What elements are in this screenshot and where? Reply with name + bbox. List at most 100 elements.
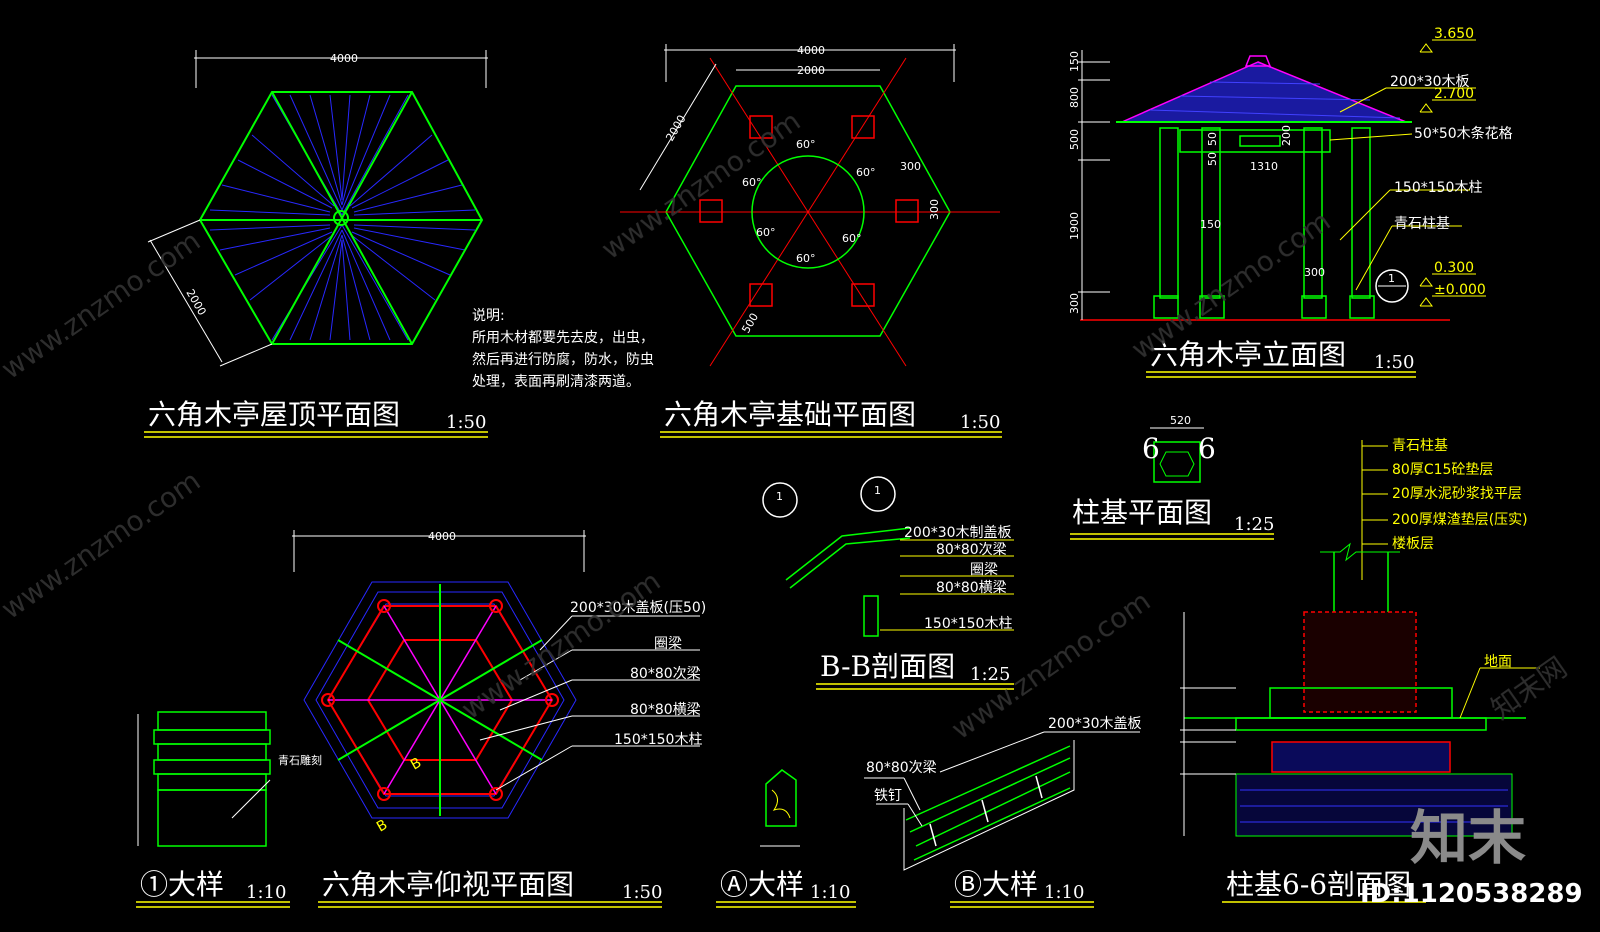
bb-label-board: 200*30木制盖板 [904, 525, 1012, 541]
section-bb-scale: 1:25 [970, 664, 1010, 685]
level-mid: 2.700 [1434, 86, 1474, 102]
elev-dim-150-col: 150 [1200, 218, 1221, 231]
notes-heading: 说明: [472, 308, 505, 324]
detailB-label-beam: 80*80次梁 [866, 760, 937, 776]
level-top: 3.650 [1434, 26, 1474, 42]
plinth-plan-scale: 1:25 [1234, 514, 1274, 535]
ceiling-label-ring-beam: 圈梁 [654, 636, 682, 652]
section-bb-title: B-B剖面图 [820, 650, 955, 683]
detailB-scale: 1:10 [1044, 882, 1084, 903]
foundation-plan-title: 六角木亭基础平面图 [664, 398, 916, 431]
detail-b: 200*30木盖板 80*80次梁 铁钉 [864, 716, 1142, 871]
foundation-plan-scale: 1:50 [960, 412, 1000, 433]
roof-plan: 4000 2000 [147, 50, 488, 367]
elev-dim-800: 800 [1068, 87, 1081, 108]
elevation-scale: 1:50 [1374, 352, 1414, 373]
angle-label-left2: 60° [756, 226, 776, 239]
level-base: 0.300 [1434, 260, 1474, 276]
elev-dim-500: 500 [1068, 129, 1081, 150]
angle-label-left: 60° [742, 176, 762, 189]
watermark-2: www.znzmo.com [595, 104, 806, 266]
ceiling-plan-scale: 1:50 [622, 882, 662, 903]
notes-line-3: 处理，表面再刷清漆两道。 [472, 374, 640, 390]
foundation-dim-side: 2000 [663, 113, 688, 144]
detailB-title: Ⓑ大样 [954, 868, 1038, 901]
level-zero: ±0.000 [1434, 282, 1486, 298]
notes: 说明: 所用木材都要先去皮，出虫， 然后再进行防腐，防水，防虫 处理，表面再刷清… [472, 308, 654, 390]
bb-mark-2: 1 [874, 484, 881, 497]
ceiling-label-board: 200*30木盖板(压50) [570, 600, 706, 616]
s66-label-2: 80厚C15砼垫层 [1392, 462, 1493, 478]
s66-label-1: 青石柱基 [1392, 437, 1448, 454]
section-bb: 1 1 200*30木制盖板 80*80次梁 圈梁 80*80横梁 150*15… [762, 476, 1014, 637]
label-lattice: 50*50木条花格 [1414, 125, 1513, 142]
foundation-dim-width: 4000 [797, 44, 825, 57]
plinth-plan: 520 6 6 [1142, 414, 1216, 483]
angle-label-right2: 60° [842, 232, 862, 245]
section66-title: 柱基6-6剖面图 [1226, 868, 1411, 901]
bb-mark-1: 1 [776, 490, 783, 503]
detail-1: 青石雕刻 [137, 711, 322, 847]
elev-dim-50a: 50 [1206, 132, 1219, 146]
plinth-plan-title: 柱基平面图 [1072, 496, 1212, 529]
ceiling-plan: 4000 200*3 [292, 530, 706, 835]
ceiling-mark-b2: B [374, 817, 390, 836]
plinth-mark-left: 6 [1142, 432, 1160, 465]
bb-label-ring-beam: 圈梁 [970, 562, 998, 578]
plinth-dim: 520 [1170, 414, 1191, 427]
ceiling-label-secondary: 80*80次梁 [630, 666, 701, 682]
elev-dim-200: 200 [1280, 125, 1293, 146]
ceiling-plan-title: 六角木亭仰视平面图 [322, 868, 574, 901]
s66-label-4: 200厚煤渣垫层(压实) [1392, 512, 1528, 528]
detailB-label-nail: 铁钉 [874, 788, 902, 804]
bb-label-cross-beam: 80*80横梁 [936, 580, 1007, 596]
elevation-title: 六角木亭立面图 [1150, 338, 1346, 371]
elev-dim-1900: 1900 [1068, 212, 1081, 240]
detailA-scale: 1:10 [810, 882, 850, 903]
ceiling-label-column: 150*150木柱 [614, 732, 702, 748]
angle-label-right: 60° [856, 166, 876, 179]
notes-line-2: 然后再进行防腐，防水，防虫 [472, 351, 654, 368]
foundation-dim-300b: 300 [928, 199, 941, 220]
ceiling-mark-b: B [408, 755, 424, 774]
angle-label-top: 60° [796, 138, 816, 151]
image-id: ID:1120538289 [1360, 879, 1583, 909]
elev-dim-1310: 1310 [1250, 160, 1278, 173]
roof-plan-title: 六角木亭屋顶平面图 [148, 398, 400, 431]
elev-dim-150: 150 [1068, 51, 1081, 72]
elev-dim-300-base: 300 [1304, 266, 1325, 279]
ceiling-label-cross: 80*80横梁 [630, 702, 701, 718]
ceiling-dim-width: 4000 [428, 530, 456, 543]
detail1-title: ①大样 [140, 868, 224, 901]
watermark-1: www.znzmo.com [0, 224, 206, 386]
label-column: 150*150木柱 [1394, 180, 1482, 196]
elev-section-mark: 1 [1388, 272, 1395, 285]
s66-label-5: 楼板层 [1392, 536, 1434, 552]
foundation-dim-300a: 300 [900, 160, 921, 173]
roof-dim-width: 4000 [330, 52, 358, 65]
detailA-title: Ⓐ大样 [720, 868, 804, 901]
angle-label-bottom: 60° [796, 252, 816, 265]
bb-label-column: 150*150木柱 [924, 616, 1012, 632]
foundation-plan: 4000 2000 60° 60° 60° 60° 60° 60° 300 30… [620, 44, 1000, 367]
elev-dim-300: 300 [1068, 293, 1081, 314]
roof-plan-scale: 1:50 [446, 412, 486, 433]
s66-ground: 地面 [1484, 654, 1512, 670]
elevation: 150 800 500 1900 300 1310 150 300 50 50 … [1068, 26, 1513, 321]
foundation-dim-inner: 2000 [797, 64, 825, 77]
bb-label-secondary-beam: 80*80次梁 [936, 542, 1007, 558]
section-6-6: 青石柱基 80厚C15砼垫层 20厚水泥砂浆找平层 200厚煤渣垫层(压实) 楼… [1180, 437, 1540, 837]
s66-label-3: 20厚水泥砂浆找平层 [1392, 486, 1522, 502]
detail-a [760, 769, 800, 847]
plinth-mark-right: 6 [1198, 432, 1216, 465]
label-plinth: 青石柱基 [1394, 215, 1450, 232]
brand-logo: 知末 [1410, 804, 1526, 872]
notes-line-1: 所用木材都要先去皮，出虫， [472, 330, 654, 346]
watermark-4: www.znzmo.com [0, 464, 206, 626]
detail1-label: 青石雕刻 [278, 753, 322, 767]
detailB-label-board: 200*30木盖板 [1048, 716, 1142, 732]
label-board: 200*30木板 [1390, 74, 1470, 90]
detail1-scale: 1:10 [246, 882, 286, 903]
elev-dim-50b: 50 [1206, 152, 1219, 166]
